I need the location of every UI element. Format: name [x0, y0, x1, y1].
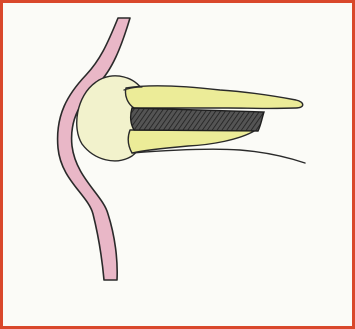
hatched-band: [131, 108, 264, 131]
upper-yellow-wedge: [125, 86, 302, 109]
lower-outline-stroke: [132, 149, 305, 163]
